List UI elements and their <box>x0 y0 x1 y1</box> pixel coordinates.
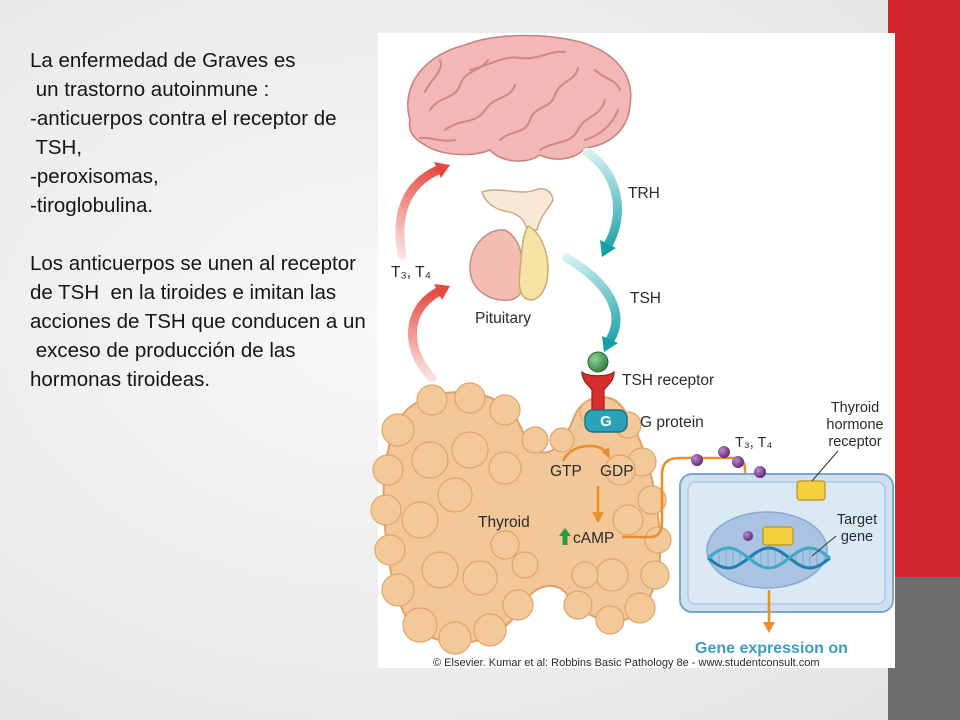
thyroid-lobule <box>421 551 459 589</box>
text-line: -peroxisomas, <box>30 165 159 188</box>
feedback-hormones-label: T₃, T₄ <box>391 264 431 281</box>
thyroid-lobule <box>381 573 415 607</box>
thyroid-lobule <box>511 551 539 579</box>
thyroid-lobule <box>438 621 472 655</box>
hormone-molecule <box>732 456 744 468</box>
tsh-receptor-label: TSH receptor <box>622 372 714 389</box>
target-gene-label-line: Target <box>837 512 877 528</box>
thyroid-lobule <box>521 426 549 454</box>
text-line: Los anticuerpos se unen al receptor <box>30 252 356 275</box>
gtp-to-gdp-arrow <box>561 444 610 462</box>
slide-text: La enfermedad de Graves es un trastorno … <box>30 46 366 394</box>
paragraph-definition: La enfermedad de Graves es un trastorno … <box>30 46 366 220</box>
thyroid-lobule <box>473 613 507 647</box>
thyroid-lobule <box>640 560 670 590</box>
g-protein-symbol: G <box>600 413 612 430</box>
gene-expression-label: Gene expression on <box>695 640 848 657</box>
camp-production-arrow <box>592 486 604 523</box>
thyroid-gland <box>370 382 672 655</box>
thyroid-lobule <box>372 454 404 486</box>
dna-helix <box>707 546 831 570</box>
nuclear-hormone-receptor <box>762 526 794 546</box>
thyroid-lobule <box>370 494 402 526</box>
text-line: -tiroglobulina. <box>30 194 154 217</box>
thyroid-lobule <box>401 501 439 539</box>
thyroid-lobule <box>571 561 599 589</box>
thyroid-lobule <box>502 589 534 621</box>
thyroid-lobule <box>416 384 448 416</box>
accent-bar <box>888 0 960 577</box>
thyroid-lobule <box>644 526 672 554</box>
thyroid-lobule <box>489 394 521 426</box>
thyroid-hormone-receptor-label-line: receptor <box>828 434 881 450</box>
thyroid-lobule <box>462 560 498 596</box>
thyroid-lobule <box>381 413 415 447</box>
thyroid-lobule <box>437 477 473 513</box>
text-line: hormonas tiroideas. <box>30 368 211 391</box>
camp-label: cAMP <box>573 530 614 547</box>
text-line: TSH, <box>30 136 83 159</box>
thyroid-lobule <box>451 431 489 469</box>
thyroid-hormone-receptor-label-line: Thyroid <box>831 400 879 416</box>
gene-expression-arrow <box>763 590 775 633</box>
text-line: de TSH en la tiroides e imitan las <box>30 281 337 304</box>
secreted-hormones-label: T₃, T₄ <box>735 435 772 451</box>
gdp-label: GDP <box>600 463 634 480</box>
tsh-molecule <box>587 351 609 373</box>
text-line: -anticuerpos contra el receptor de <box>30 107 337 130</box>
thyroid-lobule <box>563 590 593 620</box>
target-gene-leader-line <box>811 535 837 557</box>
paragraph-mechanism: Los anticuerpos se unen al receptor de T… <box>30 249 366 394</box>
thyroid-lobule <box>374 534 406 566</box>
thyroid-lobule <box>490 530 520 560</box>
footer-bar <box>888 577 960 720</box>
cytoplasmic-hormone-receptor <box>796 480 826 501</box>
hormone-molecule <box>754 466 766 478</box>
receptor-leader-line <box>811 450 839 482</box>
thyroid-lobule <box>549 427 575 453</box>
nucleus <box>706 511 828 589</box>
g-protein-label: G protein <box>640 414 704 431</box>
thyroid-lobule <box>595 558 629 592</box>
text-line: exceso de producción de las <box>30 339 296 362</box>
tsh-receptor <box>581 370 615 412</box>
g-protein: G <box>584 409 628 433</box>
hormone-molecule <box>691 454 703 466</box>
text-line: un trastorno autoinmune : <box>30 78 270 101</box>
feedback-arrow-lower <box>407 284 450 383</box>
tsh-arrow <box>562 253 621 352</box>
thyroid-lobule <box>402 607 438 643</box>
thyroid-lobule <box>637 485 667 515</box>
trh-label: TRH <box>628 185 660 202</box>
brain <box>407 34 632 162</box>
up-arrow-icon <box>559 528 571 545</box>
image-credit: © Elsevier. Kumar et al: Robbins Basic P… <box>433 657 820 669</box>
thyroid-lobule <box>411 441 449 479</box>
thyroid-lobule <box>595 605 625 635</box>
dna-strand <box>707 546 831 570</box>
hormone-molecule <box>718 446 730 458</box>
trh-arrow <box>582 147 623 257</box>
gtp-label: GTP <box>550 463 582 480</box>
thyroid-lobule <box>604 454 636 486</box>
feedback-arrow-upper <box>395 162 450 260</box>
thyroid-lobule <box>488 451 522 485</box>
pituitary-gland <box>469 188 554 301</box>
thyroid-lobule <box>612 504 644 536</box>
bound-hormone <box>743 531 753 541</box>
thyroid-lobule <box>624 592 656 624</box>
thyroid-hormone-receptor-label-line: hormone <box>826 417 883 433</box>
dna-strand <box>707 546 831 570</box>
target-gene-label-line: gene <box>841 529 873 545</box>
tsh-label: TSH <box>630 290 661 307</box>
text-line: acciones de TSH que conducen a un <box>30 310 366 333</box>
pituitary-label: Pituitary <box>475 310 531 327</box>
thyroid-label: Thyroid <box>478 514 530 531</box>
text-line: La enfermedad de Graves es <box>30 49 296 72</box>
thyroid-lobule <box>454 382 486 414</box>
